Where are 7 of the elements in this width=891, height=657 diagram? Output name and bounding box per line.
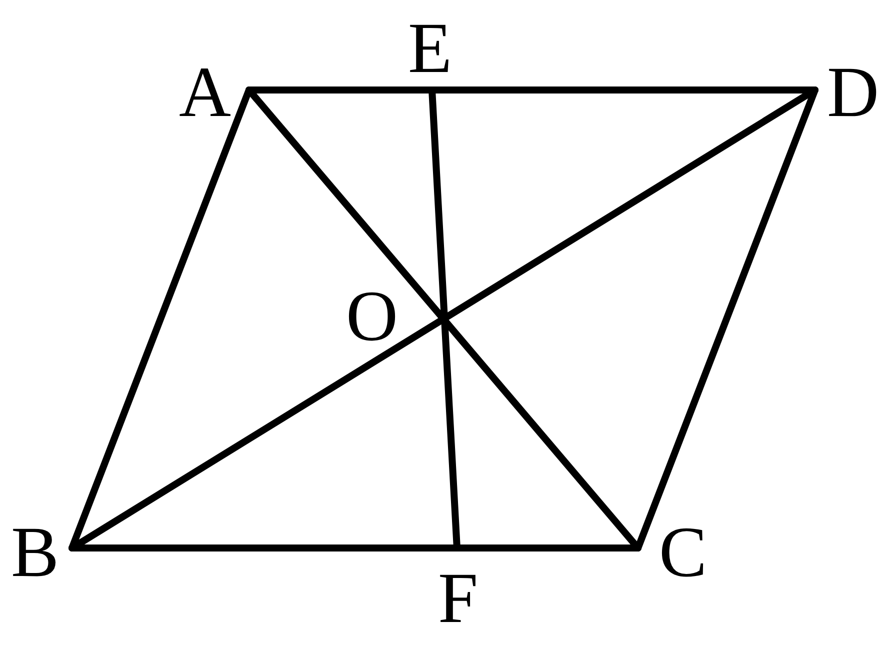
point-label: O bbox=[346, 280, 398, 352]
point-label: C bbox=[658, 516, 708, 588]
point-label: D bbox=[827, 56, 879, 128]
point-label: F bbox=[438, 562, 478, 634]
point-label: A bbox=[179, 56, 231, 128]
point-label: B bbox=[10, 516, 60, 588]
point-label: E bbox=[408, 12, 452, 84]
